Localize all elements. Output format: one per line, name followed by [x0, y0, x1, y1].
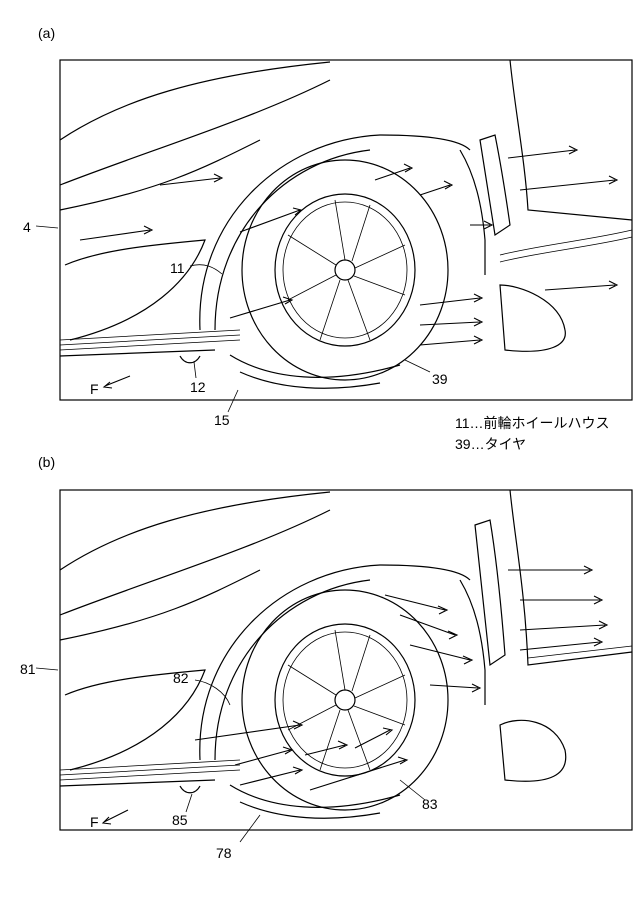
b-arch-inner: [214, 579, 371, 761]
b-forward-arrow: [101, 809, 129, 825]
a-skirt-1: [59, 329, 241, 341]
panel-b-figure: [0, 430, 640, 870]
b-lower-vent: [64, 669, 206, 771]
legend-item-2: 39…タイヤ: [455, 436, 527, 452]
b-tire-bottom-2: [239, 801, 381, 819]
a-leader-11: [189, 264, 223, 275]
a-label-11: 11: [170, 260, 185, 276]
b-fender-upper: [474, 519, 506, 667]
a-tire-bottom-2: [239, 371, 381, 389]
b-tire-bottom: [229, 784, 401, 808]
b-label-85: 85: [172, 812, 188, 828]
a-leader-4: [35, 225, 59, 229]
a-body-line-2: [59, 79, 331, 186]
b-skirt-2: [59, 764, 241, 776]
a-leader-12: [193, 361, 197, 379]
a-mudguard: [499, 284, 566, 352]
a-tire-bottom: [229, 354, 401, 378]
b-skirt-3: [59, 769, 241, 781]
b-skirt-1: [59, 759, 241, 771]
b-label-81: 81: [20, 661, 36, 677]
b-leader-83: [399, 779, 426, 801]
a-skirt-3: [59, 339, 241, 351]
b-tire-outer: [241, 589, 449, 811]
b-leader-82: [194, 679, 231, 706]
panel-a-tag: (a): [38, 25, 56, 41]
b-label-82: 82: [173, 670, 189, 686]
b-leader-78: [239, 814, 261, 843]
a-label-39: 39: [432, 371, 448, 387]
a-tire-outer: [241, 159, 449, 381]
legend-item-1: 11…前輪ホイールハウス: [455, 415, 610, 431]
b-arch-rear: [459, 579, 486, 705]
b-mudguard: [499, 719, 567, 782]
b-label-forward: F: [90, 814, 99, 830]
b-door-line: [509, 489, 633, 666]
a-fender-upper: [479, 134, 511, 237]
panel-b-drawing: [35, 489, 633, 843]
panel-a-figure: [0, 0, 640, 440]
a-forward-arrow: [102, 375, 131, 389]
b-rim-inner: [282, 631, 408, 769]
a-rim: [274, 193, 416, 347]
b-leader-85: [185, 793, 193, 813]
a-arch-rear: [459, 149, 486, 275]
a-label-4: 4: [23, 219, 31, 235]
a-body-line-1: [59, 61, 331, 141]
b-airflow-arrows: [194, 565, 609, 791]
a-body-line-3: [59, 139, 261, 211]
a-leader-39: [404, 359, 431, 373]
b-hub: [334, 689, 356, 711]
b-item85-shape: [179, 785, 201, 794]
a-sill-2: [499, 236, 633, 263]
b-leader-81: [35, 667, 59, 671]
b-body-line-1: [59, 491, 331, 571]
a-label-12: 12: [190, 379, 206, 395]
b-body-line-3: [59, 569, 261, 641]
b-label-78: 78: [216, 845, 232, 861]
a-spokes: [287, 199, 406, 341]
panel-b-frame: [59, 489, 633, 831]
a-rim-inner: [282, 201, 408, 339]
a-inner-arrow: [470, 220, 494, 230]
a-arch-outer: [199, 134, 471, 331]
b-body-line-2: [59, 509, 331, 616]
a-leader-15: [227, 389, 239, 413]
a-door-line: [509, 59, 633, 221]
a-hub: [334, 259, 356, 281]
b-rim: [274, 623, 416, 777]
a-airflow-arrows: [79, 145, 619, 346]
a-skirt-2: [59, 334, 241, 346]
a-skirt-4: [59, 349, 216, 357]
a-item12-shape: [179, 355, 201, 364]
a-label-15: 15: [214, 412, 230, 428]
a-sill-1: [499, 229, 633, 256]
b-skirt-4: [59, 779, 216, 787]
a-arch-inner: [214, 149, 371, 331]
panel-a-drawing: [35, 59, 633, 413]
a-label-forward: F: [90, 381, 99, 397]
b-arch-outer: [199, 564, 471, 761]
b-label-83: 83: [422, 796, 438, 812]
panel-b-tag: (b): [38, 454, 56, 470]
a-lower-vent: [64, 239, 206, 341]
b-sill-1: [527, 645, 633, 659]
